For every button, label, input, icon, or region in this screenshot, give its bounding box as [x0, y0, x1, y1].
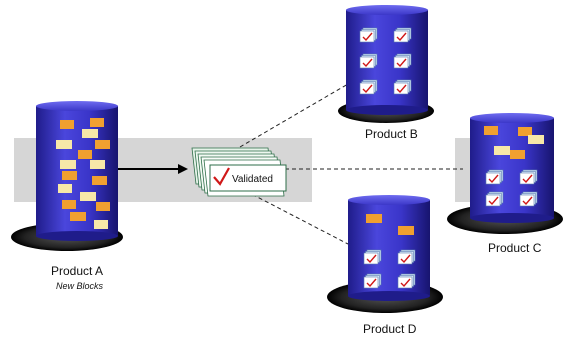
- connector-to-product-d: [239, 187, 349, 245]
- product-a-cylinder: [11, 101, 123, 251]
- product-a-sublabel: New Blocks: [56, 281, 104, 291]
- product-b-cylinder: [338, 5, 434, 123]
- product-c-label: Product C: [488, 241, 542, 255]
- product-a-label: Product A: [51, 264, 104, 278]
- validated-stack: Validated: [191, 147, 287, 197]
- connector-to-product-b: [239, 83, 349, 148]
- check-icon: [213, 167, 230, 186]
- new-blocks: [56, 118, 110, 229]
- product-d-cylinder: [327, 195, 443, 313]
- validated-label: Validated: [232, 174, 273, 185]
- arrow-head-icon: [178, 164, 188, 174]
- product-d-label: Product D: [363, 322, 417, 336]
- product-b-label: Product B: [365, 127, 418, 141]
- product-c-cylinder: [447, 113, 563, 234]
